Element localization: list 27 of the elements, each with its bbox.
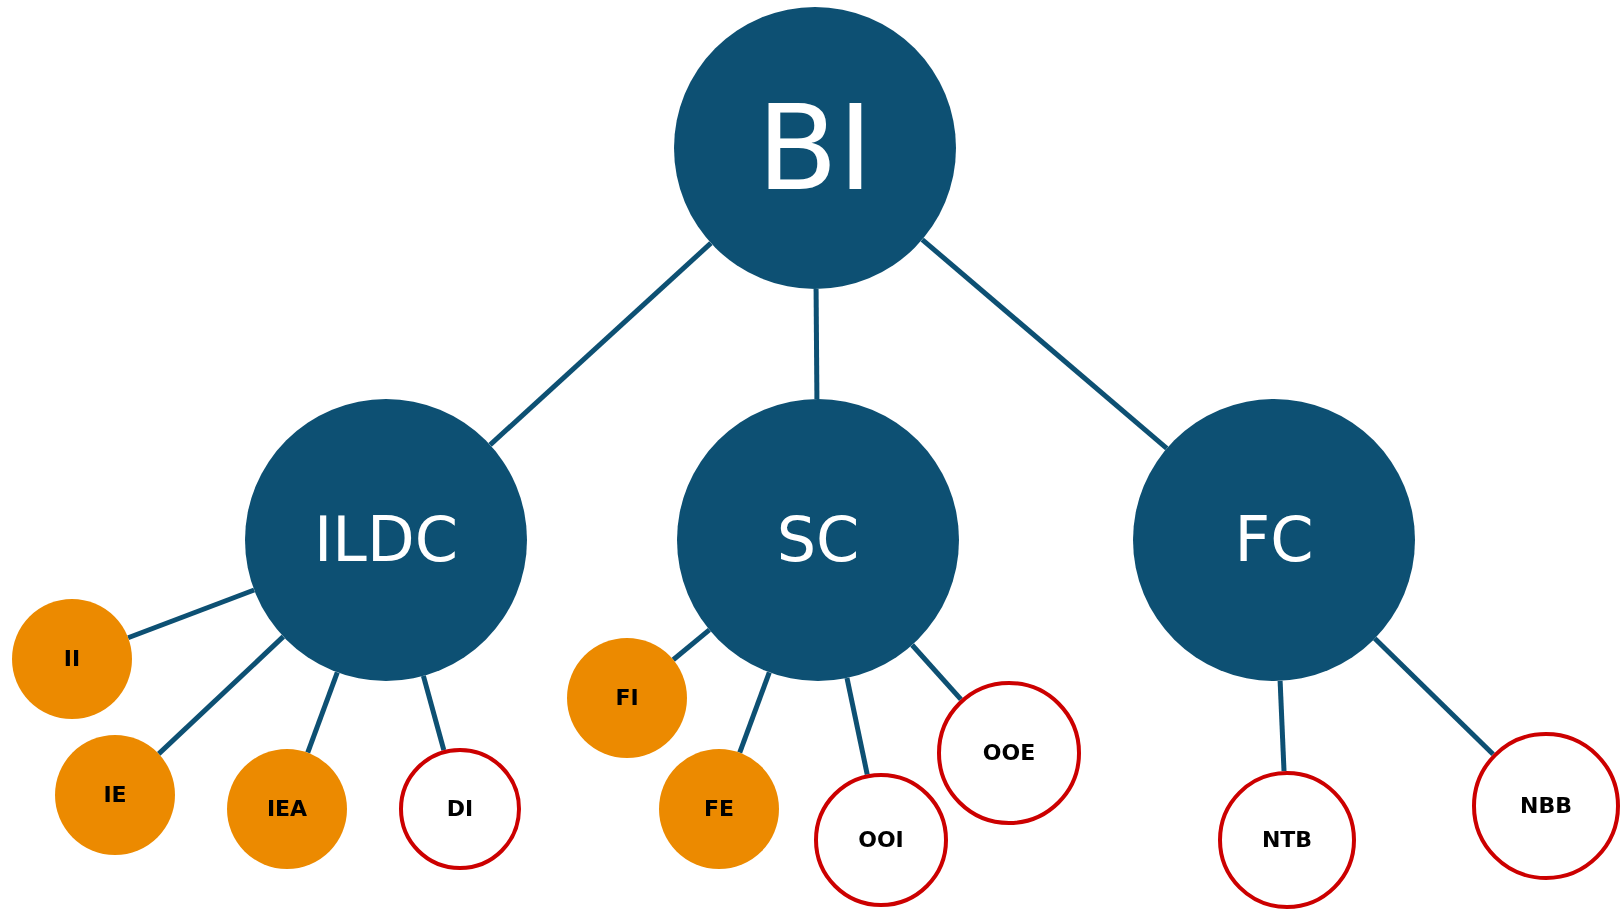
connector-line bbox=[1373, 636, 1495, 757]
node-label: SC bbox=[776, 509, 860, 571]
node-label: II bbox=[63, 648, 81, 670]
node-label: IE bbox=[103, 784, 127, 806]
node-label: IEA bbox=[266, 798, 308, 820]
connector-line bbox=[305, 671, 340, 754]
connector-line bbox=[910, 643, 963, 702]
connector-line bbox=[157, 634, 286, 756]
connector-line bbox=[671, 627, 711, 662]
connector-line bbox=[488, 241, 713, 447]
connector-line bbox=[1277, 680, 1287, 772]
connector-line bbox=[421, 675, 447, 751]
node-label: FC bbox=[1234, 509, 1314, 571]
node-label: ILDC bbox=[314, 509, 458, 571]
node-label: OOE bbox=[982, 742, 1036, 764]
connector-line bbox=[844, 677, 870, 775]
connector-line bbox=[127, 587, 256, 641]
node-label: FI bbox=[615, 687, 639, 709]
connector-line bbox=[737, 671, 772, 754]
node-label: DI bbox=[446, 798, 474, 820]
node-label: OOI bbox=[858, 829, 904, 851]
connector-line bbox=[920, 237, 1169, 451]
node-label: NTB bbox=[1261, 829, 1313, 851]
node-label: BI bbox=[757, 89, 873, 207]
connector-line bbox=[813, 289, 820, 399]
node-label: NBB bbox=[1520, 795, 1572, 817]
node-label: FE bbox=[703, 798, 735, 820]
